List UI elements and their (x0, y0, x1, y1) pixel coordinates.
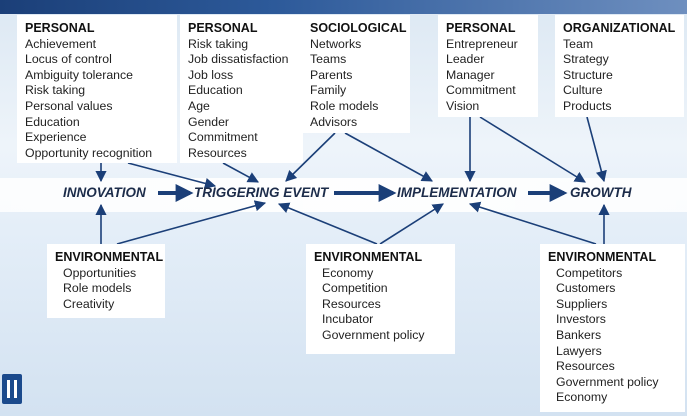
list-item: Products (563, 98, 612, 113)
list-item: Role models (310, 98, 379, 113)
list-item: Economy (556, 390, 608, 405)
personal-factors-trigger-box: PERSONAL Risk taking Job dissatisfaction… (180, 15, 303, 163)
box-header: PERSONAL (25, 21, 95, 35)
list-item: Creativity (63, 296, 115, 311)
box-header: SOCIOLOGICAL (310, 21, 407, 35)
arrow-organizational-to-growth (586, 116, 607, 183)
environmental-factors-implementation-box: ENVIRONMENTAL Economy Competition Resour… (306, 244, 455, 354)
list-item: Economy (322, 265, 374, 280)
arrow-env3-to-implementation (468, 201, 597, 245)
stage-implementation: IMPLEMENTATION (397, 185, 517, 200)
list-item: Government policy (322, 327, 425, 342)
list-item: Strategy (563, 52, 609, 67)
environmental-factors-growth-box: ENVIRONMENTAL Competitors Customers Supp… (540, 244, 685, 412)
list-item: Culture (563, 83, 603, 98)
list-item: Role models (63, 281, 132, 296)
list-item: Suppliers (556, 296, 608, 311)
list-item: Experience (25, 130, 87, 145)
factor-list: Risk taking Job dissatisfaction Job loss… (188, 37, 295, 162)
list-item: Gender (188, 114, 230, 129)
arrow-env2-to-trigger (277, 202, 378, 245)
stage-growth: GROWTH (570, 185, 632, 200)
box-header: ENVIRONMENTAL (314, 250, 423, 264)
list-item: Opportunity recognition (25, 145, 153, 160)
list-item: Structure (563, 67, 613, 82)
list-item: Resources (188, 145, 247, 160)
arrow-personal2-to-trigger (222, 162, 259, 183)
list-item: Age (188, 98, 210, 113)
list-item: Team (563, 36, 594, 51)
box-header: ENVIRONMENTAL (548, 250, 657, 264)
list-item: Job dissatisfaction (188, 52, 289, 67)
list-item: Resources (322, 296, 381, 311)
environmental-factors-innovation-box: ENVIRONMENTAL Opportunities Role models … (47, 244, 165, 318)
arrow-env1-to-trigger (116, 200, 267, 245)
list-item: Education (188, 83, 243, 98)
personal-factors-innovation-box: PERSONAL Achievement Locus of control Am… (17, 15, 177, 163)
list-item: Customers (556, 281, 616, 296)
list-item: Commitment (446, 83, 516, 98)
list-item: Risk taking (25, 83, 86, 98)
list-item: Risk taking (188, 36, 249, 51)
list-item: Leader (446, 52, 485, 67)
box-header: ENVIRONMENTAL (55, 250, 164, 264)
factor-list: Competitors Customers Suppliers Investor… (548, 266, 677, 406)
box-header: PERSONAL (188, 21, 258, 35)
list-item: Education (25, 114, 80, 129)
arrow-personal3-to-growth (479, 116, 586, 183)
list-item: Networks (310, 36, 362, 51)
arrow-sociological-to-implementation (344, 132, 433, 182)
list-item: Resources (556, 359, 615, 374)
arrow-personal1-to-trigger (127, 162, 217, 189)
list-item: Vision (446, 98, 480, 113)
list-item: Advisors (310, 114, 358, 129)
box-header: PERSONAL (446, 21, 516, 35)
factor-list: Opportunities Role models Creativity (55, 266, 157, 313)
factor-list: Entrepreneur Leader Manager Commitment V… (446, 37, 530, 115)
list-item: Lawyers (556, 343, 602, 358)
list-item: Opportunities (63, 265, 137, 280)
factor-list: Networks Teams Parents Family Role model… (310, 37, 402, 131)
list-item: Teams (310, 52, 347, 67)
publisher-logo-icon (2, 374, 22, 404)
list-item: Personal values (25, 98, 113, 113)
list-item: Government policy (556, 374, 659, 389)
stage-triggering-event: TRIGGERING EVENT (194, 185, 329, 200)
list-item: Manager (446, 67, 495, 82)
list-item: Locus of control (25, 52, 112, 67)
list-item: Commitment (188, 130, 258, 145)
list-item: Investors (556, 312, 606, 327)
factor-list: Economy Competition Resources Incubator … (314, 266, 447, 344)
personal-factors-implementation-box: PERSONAL Entrepreneur Leader Manager Com… (438, 15, 538, 117)
arrow-env2-to-implementation (379, 203, 444, 245)
list-item: Entrepreneur (446, 36, 518, 51)
list-item: Job loss (188, 67, 234, 82)
list-item: Incubator (322, 312, 374, 327)
list-item: Competition (322, 281, 388, 296)
organizational-factors-box: ORGANIZATIONAL Team Strategy Structure C… (555, 15, 684, 117)
arrow-sociological-to-trigger (285, 132, 336, 182)
box-header: ORGANIZATIONAL (563, 21, 676, 35)
list-item: Achievement (25, 36, 97, 51)
list-item: Ambiguity tolerance (25, 67, 133, 82)
list-item: Parents (310, 67, 353, 82)
factor-list: Achievement Locus of control Ambiguity t… (25, 37, 169, 162)
stage-innovation: INNOVATION (63, 185, 146, 200)
list-item: Competitors (556, 265, 623, 280)
top-decor-bar (0, 0, 687, 14)
sociological-factors-box: SOCIOLOGICAL Networks Teams Parents Fami… (302, 15, 410, 133)
list-item: Bankers (556, 327, 602, 342)
list-item: Family (310, 83, 347, 98)
factor-list: Team Strategy Structure Culture Products (563, 37, 676, 115)
